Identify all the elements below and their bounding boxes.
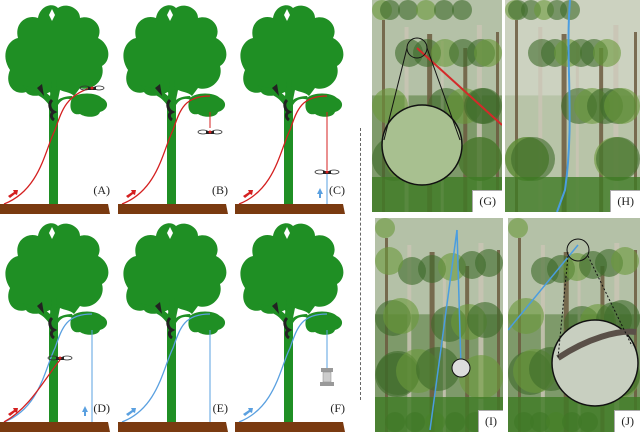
photo-panel-j: (J)	[508, 218, 640, 432]
ground	[0, 204, 110, 214]
trap-icon	[320, 368, 334, 386]
arrow-icon	[126, 408, 136, 416]
rope	[121, 95, 211, 205]
diagram-panel-a: (A)	[0, 0, 116, 214]
diagram-panel-f: (F)	[235, 218, 351, 432]
bird-icon	[37, 84, 44, 96]
arrow-icon	[243, 408, 253, 416]
animal-icon	[166, 98, 176, 122]
tree-canopy	[240, 223, 344, 318]
panel-label: (B)	[212, 183, 228, 198]
ground	[118, 422, 228, 432]
ground	[235, 422, 345, 432]
photo-label: (H)	[610, 190, 640, 212]
rope	[238, 95, 328, 205]
diagram-panel-c: (C)	[235, 0, 351, 214]
rope	[3, 359, 61, 423]
photo-panel-g: (G)	[372, 0, 502, 212]
rope	[238, 313, 328, 423]
tree-canopy	[240, 5, 344, 100]
diagram-panel-d: (D)	[0, 218, 116, 432]
panel-label: (E)	[212, 401, 228, 416]
panel-label: (D)	[93, 401, 110, 416]
diagram-panel-b: (B)	[118, 0, 234, 214]
photo-label: (J)	[614, 410, 640, 432]
divider	[360, 128, 361, 400]
photo-label: (G)	[472, 190, 502, 212]
rope	[3, 87, 91, 205]
rope	[121, 313, 211, 423]
rope-annotation	[429, 229, 471, 431]
ground	[235, 204, 345, 214]
arrow-icon	[8, 408, 18, 416]
tree-canopy	[123, 5, 227, 100]
up-arrow-icon	[317, 188, 323, 198]
drone-icon	[47, 355, 73, 361]
photo-panel-i: (I)	[375, 218, 503, 432]
animal-icon	[283, 316, 293, 340]
animal-icon	[48, 98, 58, 122]
tree-canopy	[123, 223, 227, 318]
tree-canopy	[5, 223, 109, 318]
rope-annotation	[508, 238, 639, 407]
photo-panel-h: (H)	[505, 0, 640, 212]
arrow-icon	[8, 190, 18, 198]
arrow-icon	[243, 190, 253, 198]
panel-label: (A)	[93, 183, 110, 198]
rope-annotation	[381, 37, 502, 186]
rope	[3, 313, 93, 423]
ground	[118, 204, 228, 214]
bird-icon	[155, 84, 162, 96]
drone-icon	[79, 85, 105, 91]
drone-icon	[197, 129, 223, 135]
photo-label: (I)	[478, 410, 503, 432]
bird-icon	[272, 84, 279, 96]
drone-icon	[314, 169, 340, 175]
animal-icon	[166, 316, 176, 340]
bird-icon	[272, 302, 279, 314]
ground	[0, 422, 110, 432]
rope-annotation	[556, 0, 571, 212]
arrow-icon	[126, 190, 136, 198]
panel-label: (C)	[329, 183, 345, 198]
animal-icon	[48, 316, 58, 340]
panel-label: (F)	[330, 401, 345, 416]
bird-icon	[37, 302, 44, 314]
diagram-panel-e: (E)	[118, 218, 234, 432]
animal-icon	[283, 98, 293, 122]
up-arrow-icon	[82, 406, 88, 416]
bird-icon	[155, 302, 162, 314]
tree-canopy	[5, 5, 109, 100]
